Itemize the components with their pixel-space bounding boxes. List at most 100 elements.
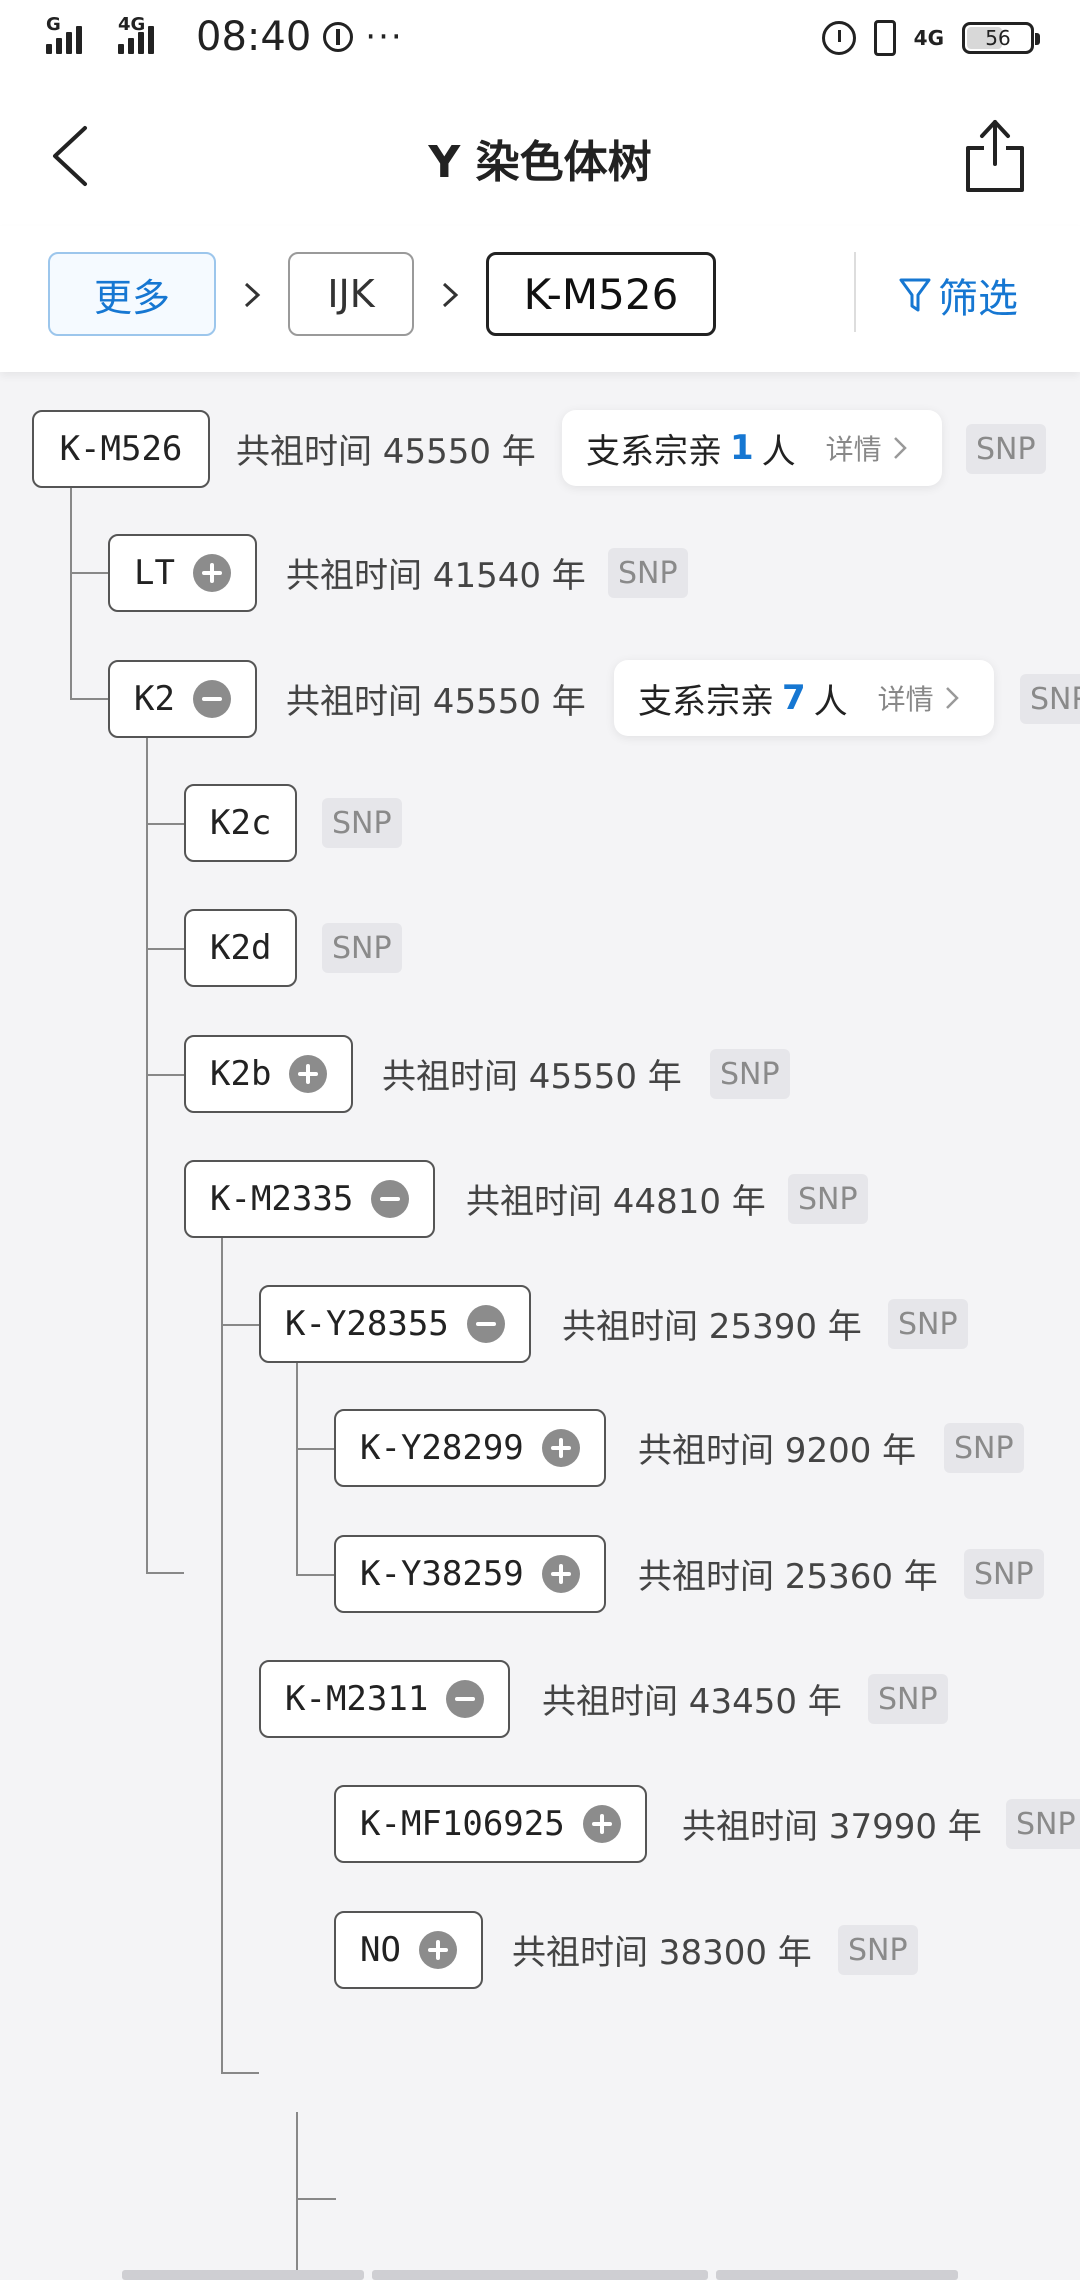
node-label: K-Y38259 <box>360 1554 524 1594</box>
status-time: 08:40 <box>196 14 312 60</box>
expand-icon[interactable] <box>192 554 231 592</box>
tree-node-no[interactable]: NO <box>334 1911 483 1989</box>
details-link[interactable]: 详情 <box>877 683 934 716</box>
collapse-icon[interactable] <box>371 1180 410 1218</box>
tree-connector <box>296 2112 298 2280</box>
common-ancestor-time: 共祖时间 45550 年 <box>236 432 536 472</box>
common-ancestor-time: 共祖时间 9200 年 <box>638 1431 917 1471</box>
snp-tag[interactable]: SNP <box>1006 1799 1080 1849</box>
collapse-icon[interactable] <box>466 1305 505 1343</box>
tree-connector <box>146 1572 184 1574</box>
snp-tag[interactable]: SNP <box>322 798 402 848</box>
details-link[interactable]: 详情 <box>825 433 882 466</box>
collapse-icon[interactable] <box>192 680 231 718</box>
node-label: NO <box>360 1930 401 1970</box>
common-ancestor-time: 共祖时间 44810 年 <box>466 1182 766 1222</box>
snp-tag[interactable]: SNP <box>966 424 1046 474</box>
node-label: K2c <box>210 803 272 843</box>
snp-tag[interactable]: SNP <box>710 1049 790 1099</box>
tree-connector <box>296 1362 298 1574</box>
common-ancestor-time: 共祖时间 37990 年 <box>682 1807 982 1847</box>
node-label: K2d <box>210 928 272 968</box>
status-bar: G 4G 08:40 ··· 4G 56 <box>0 0 1080 86</box>
tree-node-k-m2311[interactable]: K-M2311 <box>259 1660 511 1738</box>
tree-node-k-m2335[interactable]: K-M2335 <box>184 1160 436 1238</box>
snp-tag[interactable]: SNP <box>888 1299 968 1349</box>
battery-level: 56 <box>985 26 1011 50</box>
divider <box>854 252 856 332</box>
chevron-right-icon <box>244 282 261 308</box>
scroll-indicator <box>372 2270 708 2280</box>
collapse-icon[interactable] <box>446 1680 485 1718</box>
share-icon[interactable] <box>960 106 1030 196</box>
network-4g-icon: 4G <box>913 26 944 50</box>
tree-node-k-mf106925[interactable]: K-MF106925 <box>334 1785 647 1863</box>
tree-node-k-y38259[interactable]: K-Y38259 <box>334 1535 606 1613</box>
snp-tag[interactable]: SNP <box>964 1549 1044 1599</box>
snp-tag[interactable]: SNP <box>944 1423 1024 1473</box>
vibrate-icon <box>873 20 896 56</box>
more-notifications-icon: ··· <box>365 17 404 57</box>
node-label: K2b <box>210 1054 272 1094</box>
snp-tag[interactable]: SNP <box>868 1674 948 1724</box>
breadcrumb-item-ijk[interactable]: IJK <box>288 252 414 336</box>
tree-connector <box>146 1074 184 1076</box>
tree-node-lt[interactable]: LT <box>108 534 257 612</box>
tree-node-k-y28299[interactable]: K-Y28299 <box>334 1409 606 1487</box>
chevron-right-icon <box>442 282 459 308</box>
tree-connector <box>70 698 110 700</box>
tree-node-k2[interactable]: K2 <box>108 660 257 738</box>
page-title: Y 染色体树 <box>428 137 652 188</box>
battery-icon: 56 <box>962 22 1040 54</box>
snp-tag[interactable]: SNP <box>322 923 402 973</box>
back-arrow-icon[interactable] <box>40 116 110 196</box>
common-ancestor-time: 共祖时间 41540 年 <box>286 556 586 596</box>
breadcrumb-item-current[interactable]: K-M526 <box>486 252 716 336</box>
expand-icon[interactable] <box>541 1555 580 1593</box>
common-ancestor-time: 共祖时间 38300 年 <box>512 1933 812 1973</box>
breadcrumb: 更多 IJK K-M526 筛选 <box>0 226 1080 372</box>
filter-icon <box>899 278 931 312</box>
snp-tag[interactable]: SNP <box>788 1174 868 1224</box>
node-label: K-M2335 <box>210 1179 354 1219</box>
node-label: K-M526 <box>59 429 183 469</box>
node-label: LT <box>134 553 175 593</box>
expand-icon[interactable] <box>582 1805 621 1843</box>
expand-icon[interactable] <box>418 1931 457 1969</box>
tree-connector <box>221 1236 223 2074</box>
expand-icon[interactable] <box>541 1429 580 1467</box>
filter-label: 筛选 <box>938 276 1018 322</box>
tree-node-k2c[interactable]: K2c <box>184 784 298 862</box>
relatives-card[interactable]: 支系宗亲 1 人 详情 <box>562 410 942 486</box>
chevron-right-icon <box>945 687 959 709</box>
tree-connector <box>146 948 184 950</box>
node-label: K-M2311 <box>285 1679 429 1719</box>
alarm-icon <box>821 21 856 55</box>
breadcrumb-more-button[interactable]: 更多 <box>48 252 216 336</box>
snp-tag[interactable]: SNP <box>608 548 688 598</box>
snp-tag[interactable]: SNP <box>1020 674 1080 724</box>
scroll-indicator <box>716 2270 958 2280</box>
tree-node-k-y28355[interactable]: K-Y28355 <box>259 1285 531 1363</box>
y-chromosome-tree: K-M526 共祖时间 45550 年 支系宗亲 1 人 详情 SNP LT 共… <box>0 372 1080 2280</box>
expand-icon[interactable] <box>289 1055 328 1093</box>
tree-node-k2b[interactable]: K2b <box>184 1035 354 1113</box>
common-ancestor-time: 共祖时间 45550 年 <box>382 1057 682 1097</box>
tree-node-k-m526[interactable]: K-M526 <box>32 410 210 488</box>
tree-connector <box>146 823 184 825</box>
app-header: Y 染色体树 <box>0 86 1080 226</box>
common-ancestor-time: 共祖时间 25390 年 <box>562 1307 862 1347</box>
relatives-count: 1 <box>730 428 754 468</box>
tree-connector <box>70 572 110 574</box>
relatives-count: 7 <box>782 678 806 718</box>
node-label: K2 <box>134 679 175 719</box>
relatives-unit: 人 <box>813 681 848 722</box>
filter-button[interactable]: 筛选 <box>898 266 1018 324</box>
tree-connector <box>70 482 72 700</box>
tree-connector <box>221 2072 259 2074</box>
relatives-card[interactable]: 支系宗亲 7 人 详情 <box>614 660 994 736</box>
snp-tag[interactable]: SNP <box>838 1925 918 1975</box>
node-label: K-MF106925 <box>360 1804 565 1844</box>
tree-node-k2d[interactable]: K2d <box>184 909 298 987</box>
data-saver-icon <box>323 22 354 52</box>
